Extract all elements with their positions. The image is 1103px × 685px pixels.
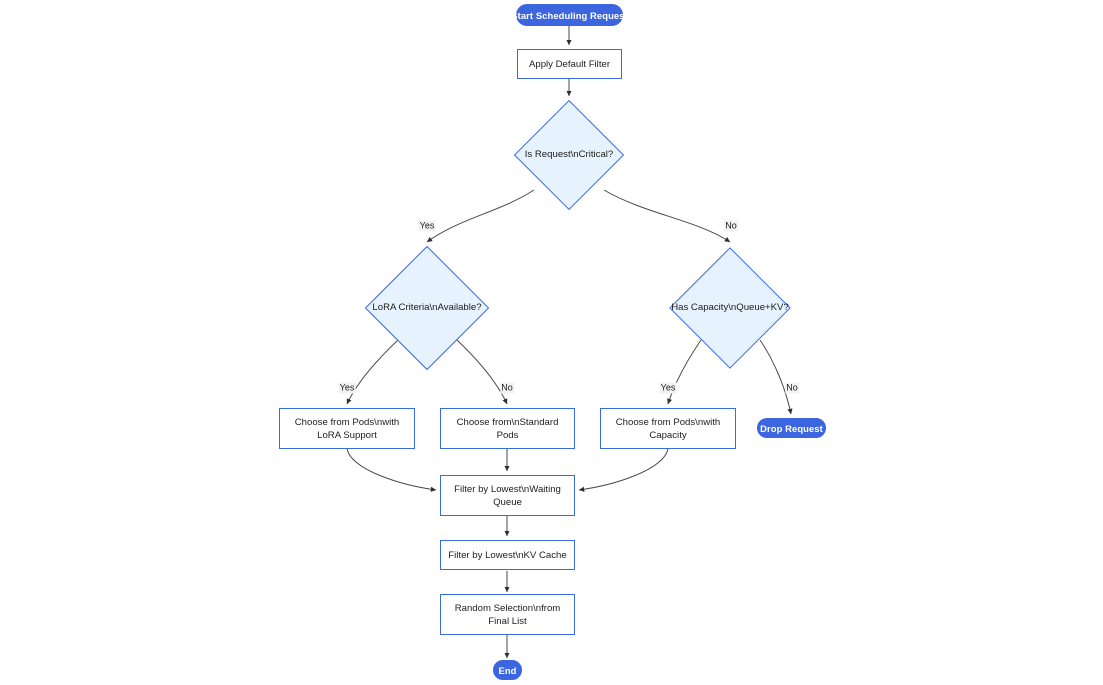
node-apply-default-filter-label: Apply Default Filter	[528, 58, 611, 70]
edge-label-capacity-yes: Yes	[659, 382, 677, 394]
node-is-request-critical-label: Is Request\nCritical?	[524, 149, 614, 160]
edge-choose-capacity-to-filter-queue	[578, 448, 669, 492]
edge-critical-yes-to-lora	[426, 189, 535, 243]
node-choose-capacity-pods-line1: Choose from Pods\nwith	[615, 416, 721, 428]
node-drop-request[interactable]: Drop Request	[757, 418, 826, 438]
node-random-selection-line1: Random Selection\nfrom	[454, 602, 561, 614]
node-choose-lora-pods-line1: Choose from Pods\nwith	[294, 416, 400, 428]
node-start-label: Start Scheduling Request	[511, 9, 628, 21]
node-choose-standard-pods-line1: Choose from\nStandard	[456, 416, 559, 428]
node-random-selection[interactable]: Random Selection\nfrom Final List	[440, 594, 575, 635]
node-random-selection-line2: Final List	[488, 615, 527, 627]
node-is-request-critical[interactable]: Is Request\nCritical?	[513, 99, 625, 211]
node-apply-default-filter[interactable]: Apply Default Filter	[517, 49, 622, 79]
edge-label-critical-no: No	[724, 220, 738, 232]
node-filter-kv-cache[interactable]: Filter by Lowest\nKV Cache	[440, 540, 575, 570]
node-start[interactable]: Start Scheduling Request	[511, 4, 628, 26]
edge-label-lora-yes: Yes	[338, 382, 356, 394]
node-filter-waiting-queue-line1: Filter by Lowest\nWaiting	[454, 483, 561, 495]
node-filter-waiting-queue[interactable]: Filter by Lowest\nWaiting Queue	[440, 475, 575, 516]
node-choose-lora-pods-line2: LoRA Support	[317, 429, 377, 441]
node-has-capacity[interactable]: Has Capacity\nQueue+KV?	[669, 247, 791, 369]
node-choose-standard-pods[interactable]: Choose from\nStandard Pods	[440, 408, 575, 449]
node-has-capacity-label: Has Capacity\nQueue+KV?	[671, 302, 789, 313]
node-lora-criteria-available[interactable]: LoRA Criteria\nAvailable?	[364, 245, 490, 371]
node-choose-lora-pods[interactable]: Choose from Pods\nwith LoRA Support	[279, 408, 415, 449]
node-choose-standard-pods-line2: Pods	[496, 429, 519, 441]
node-lora-criteria-available-label: LoRA Criteria\nAvailable?	[372, 302, 482, 313]
edge-capacity-no-to-drop	[759, 339, 793, 415]
node-choose-capacity-pods-line2: Capacity	[649, 429, 687, 441]
edge-label-lora-no: No	[500, 382, 514, 394]
node-filter-kv-cache-label: Filter by Lowest\nKV Cache	[448, 549, 567, 561]
node-choose-capacity-pods[interactable]: Choose from Pods\nwith Capacity	[600, 408, 736, 449]
node-end-label: End	[498, 664, 517, 676]
edge-critical-no-to-capacity	[603, 189, 731, 243]
node-drop-request-label: Drop Request	[760, 422, 823, 434]
edge-choose-lora-to-filter-queue	[346, 448, 437, 492]
node-end[interactable]: End	[493, 660, 522, 680]
edge-label-capacity-no: No	[785, 382, 799, 394]
node-filter-waiting-queue-line2: Queue	[493, 496, 522, 508]
edge-label-critical-yes: Yes	[418, 220, 436, 232]
